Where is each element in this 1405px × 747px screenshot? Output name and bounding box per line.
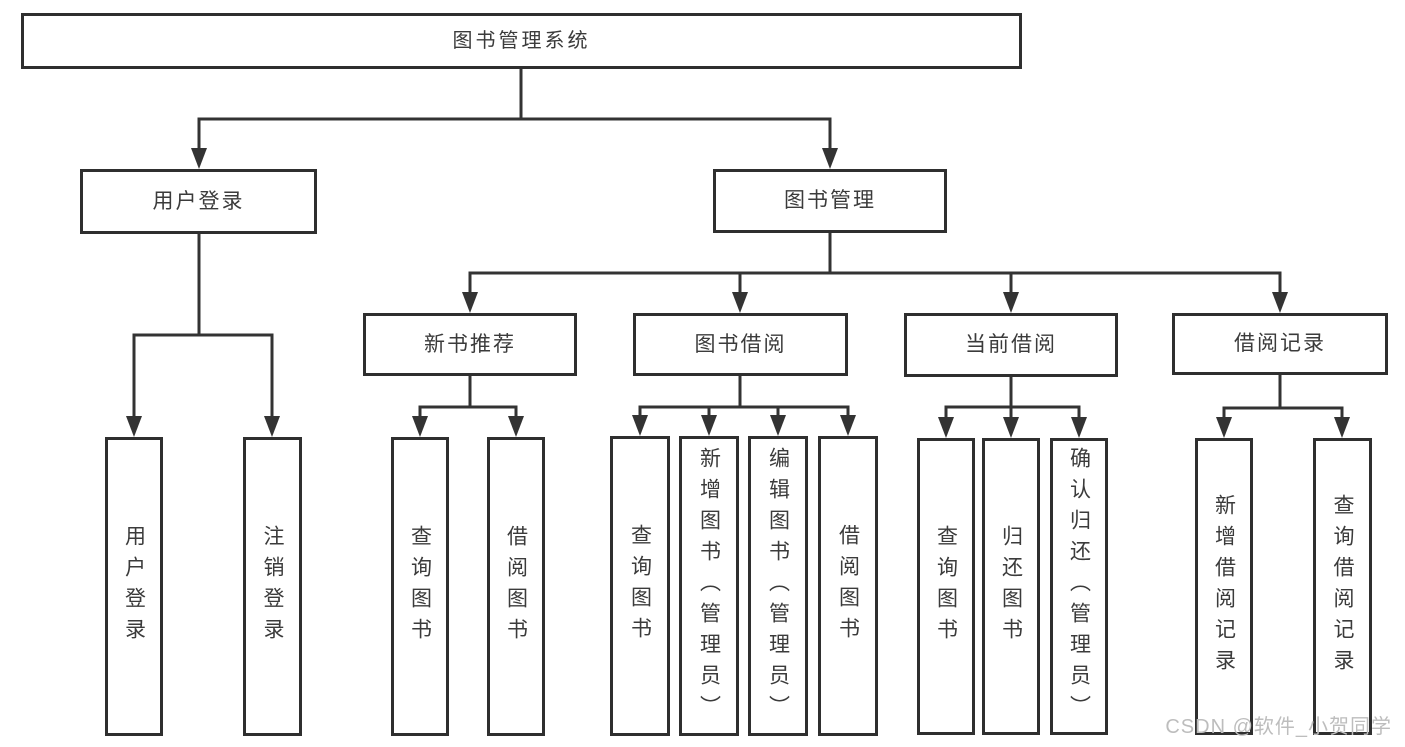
leaf-edit-books-admin: 编辑图书（管理员） — [748, 436, 808, 736]
arrowhead-icon — [1003, 417, 1019, 438]
leaf-query-books-recommend: 查询图书 — [391, 437, 449, 736]
leaf-query-borrow-record-label: 查询借阅记录 — [1331, 493, 1354, 680]
leaf-add-books-admin-label: 新增图书（管理员） — [697, 446, 721, 726]
leaf-user-login: 用户登录 — [105, 437, 163, 736]
arrowhead-icon — [701, 415, 717, 436]
current-borrowing-label: 当前借阅 — [965, 333, 1057, 357]
arrowhead-icon — [822, 148, 838, 169]
arrowhead-icon — [732, 292, 748, 313]
leaf-borrow-books-recommend-label: 借阅图书 — [504, 524, 528, 649]
leaf-confirm-return-admin: 确认归还（管理员） — [1050, 438, 1108, 735]
system-root: 图书管理系统 — [21, 13, 1022, 69]
new-book-recommend: 新书推荐 — [363, 313, 577, 376]
connector-path — [944, 375, 1081, 428]
connector-path — [418, 374, 518, 427]
book-management-branch: 图书管理 — [713, 169, 947, 233]
arrowhead-icon — [1071, 417, 1087, 438]
leaf-borrow-books-borrowing: 借阅图书 — [818, 436, 878, 736]
leaf-query-books-borrowing: 查询图书 — [610, 436, 670, 736]
csdn-watermark: CSDN @软件_小贺同学 — [1165, 716, 1392, 738]
leaf-return-books: 归还图书 — [982, 438, 1040, 735]
arrowhead-icon — [1334, 417, 1350, 438]
arrowhead-icon — [264, 416, 280, 437]
connector-path — [132, 232, 274, 427]
connector-path — [197, 67, 832, 159]
current-borrowing: 当前借阅 — [904, 313, 1118, 377]
leaf-add-borrow-record: 新增借阅记录 — [1195, 438, 1253, 735]
leaf-borrow-books-borrowing-label: 借阅图书 — [836, 524, 860, 648]
leaf-borrow-books-recommend: 借阅图书 — [487, 437, 545, 736]
arrowhead-icon — [191, 148, 207, 169]
book-borrowing: 图书借阅 — [633, 313, 848, 376]
leaf-query-borrow-record: 查询借阅记录 — [1313, 438, 1372, 735]
connector-path — [468, 231, 1282, 303]
arrowhead-icon — [462, 292, 478, 313]
leaf-add-borrow-record-label: 新增借阅记录 — [1212, 493, 1236, 680]
leaf-query-books-recommend-label: 查询图书 — [408, 524, 432, 649]
system-root-label: 图书管理系统 — [452, 30, 591, 52]
arrowhead-icon — [770, 415, 786, 436]
leaf-query-books-current: 查询图书 — [917, 438, 975, 735]
leaf-confirm-return-admin-label: 确认归还（管理员） — [1067, 447, 1091, 726]
arrowhead-icon — [938, 417, 954, 438]
arrowhead-icon — [1003, 292, 1019, 313]
leaf-logout-label: 注销登录 — [261, 524, 284, 649]
arrowhead-icon — [126, 416, 142, 437]
leaf-query-books-current-label: 查询图书 — [934, 524, 958, 649]
arrowhead-icon — [1216, 417, 1232, 438]
arrowhead-icon — [412, 416, 428, 437]
book-borrowing-label: 图书借阅 — [694, 332, 787, 356]
new-book-recommend-label: 新书推荐 — [424, 332, 516, 356]
arrowhead-icon — [508, 416, 524, 437]
arrowhead-icon — [632, 415, 648, 436]
leaf-query-books-borrowing-label: 查询图书 — [628, 524, 652, 648]
arrowhead-icon — [840, 415, 856, 436]
user-login-branch: 用户登录 — [80, 169, 317, 234]
connector-path — [1222, 373, 1344, 428]
leaf-logout: 注销登录 — [243, 437, 302, 736]
borrowing-records-label: 借阅记录 — [1234, 332, 1326, 356]
book-management-branch-label: 图书管理 — [784, 189, 876, 213]
leaf-user-login-label: 用户登录 — [122, 524, 146, 649]
leaf-add-books-admin: 新增图书（管理员） — [679, 436, 739, 736]
borrowing-records: 借阅记录 — [1172, 313, 1388, 375]
connector-path — [638, 374, 850, 426]
leaf-edit-books-admin-label: 编辑图书（管理员） — [766, 446, 790, 726]
user-login-branch-label: 用户登录 — [152, 189, 245, 213]
leaf-return-books-label: 归还图书 — [999, 524, 1023, 649]
arrowhead-icon — [1272, 292, 1288, 313]
